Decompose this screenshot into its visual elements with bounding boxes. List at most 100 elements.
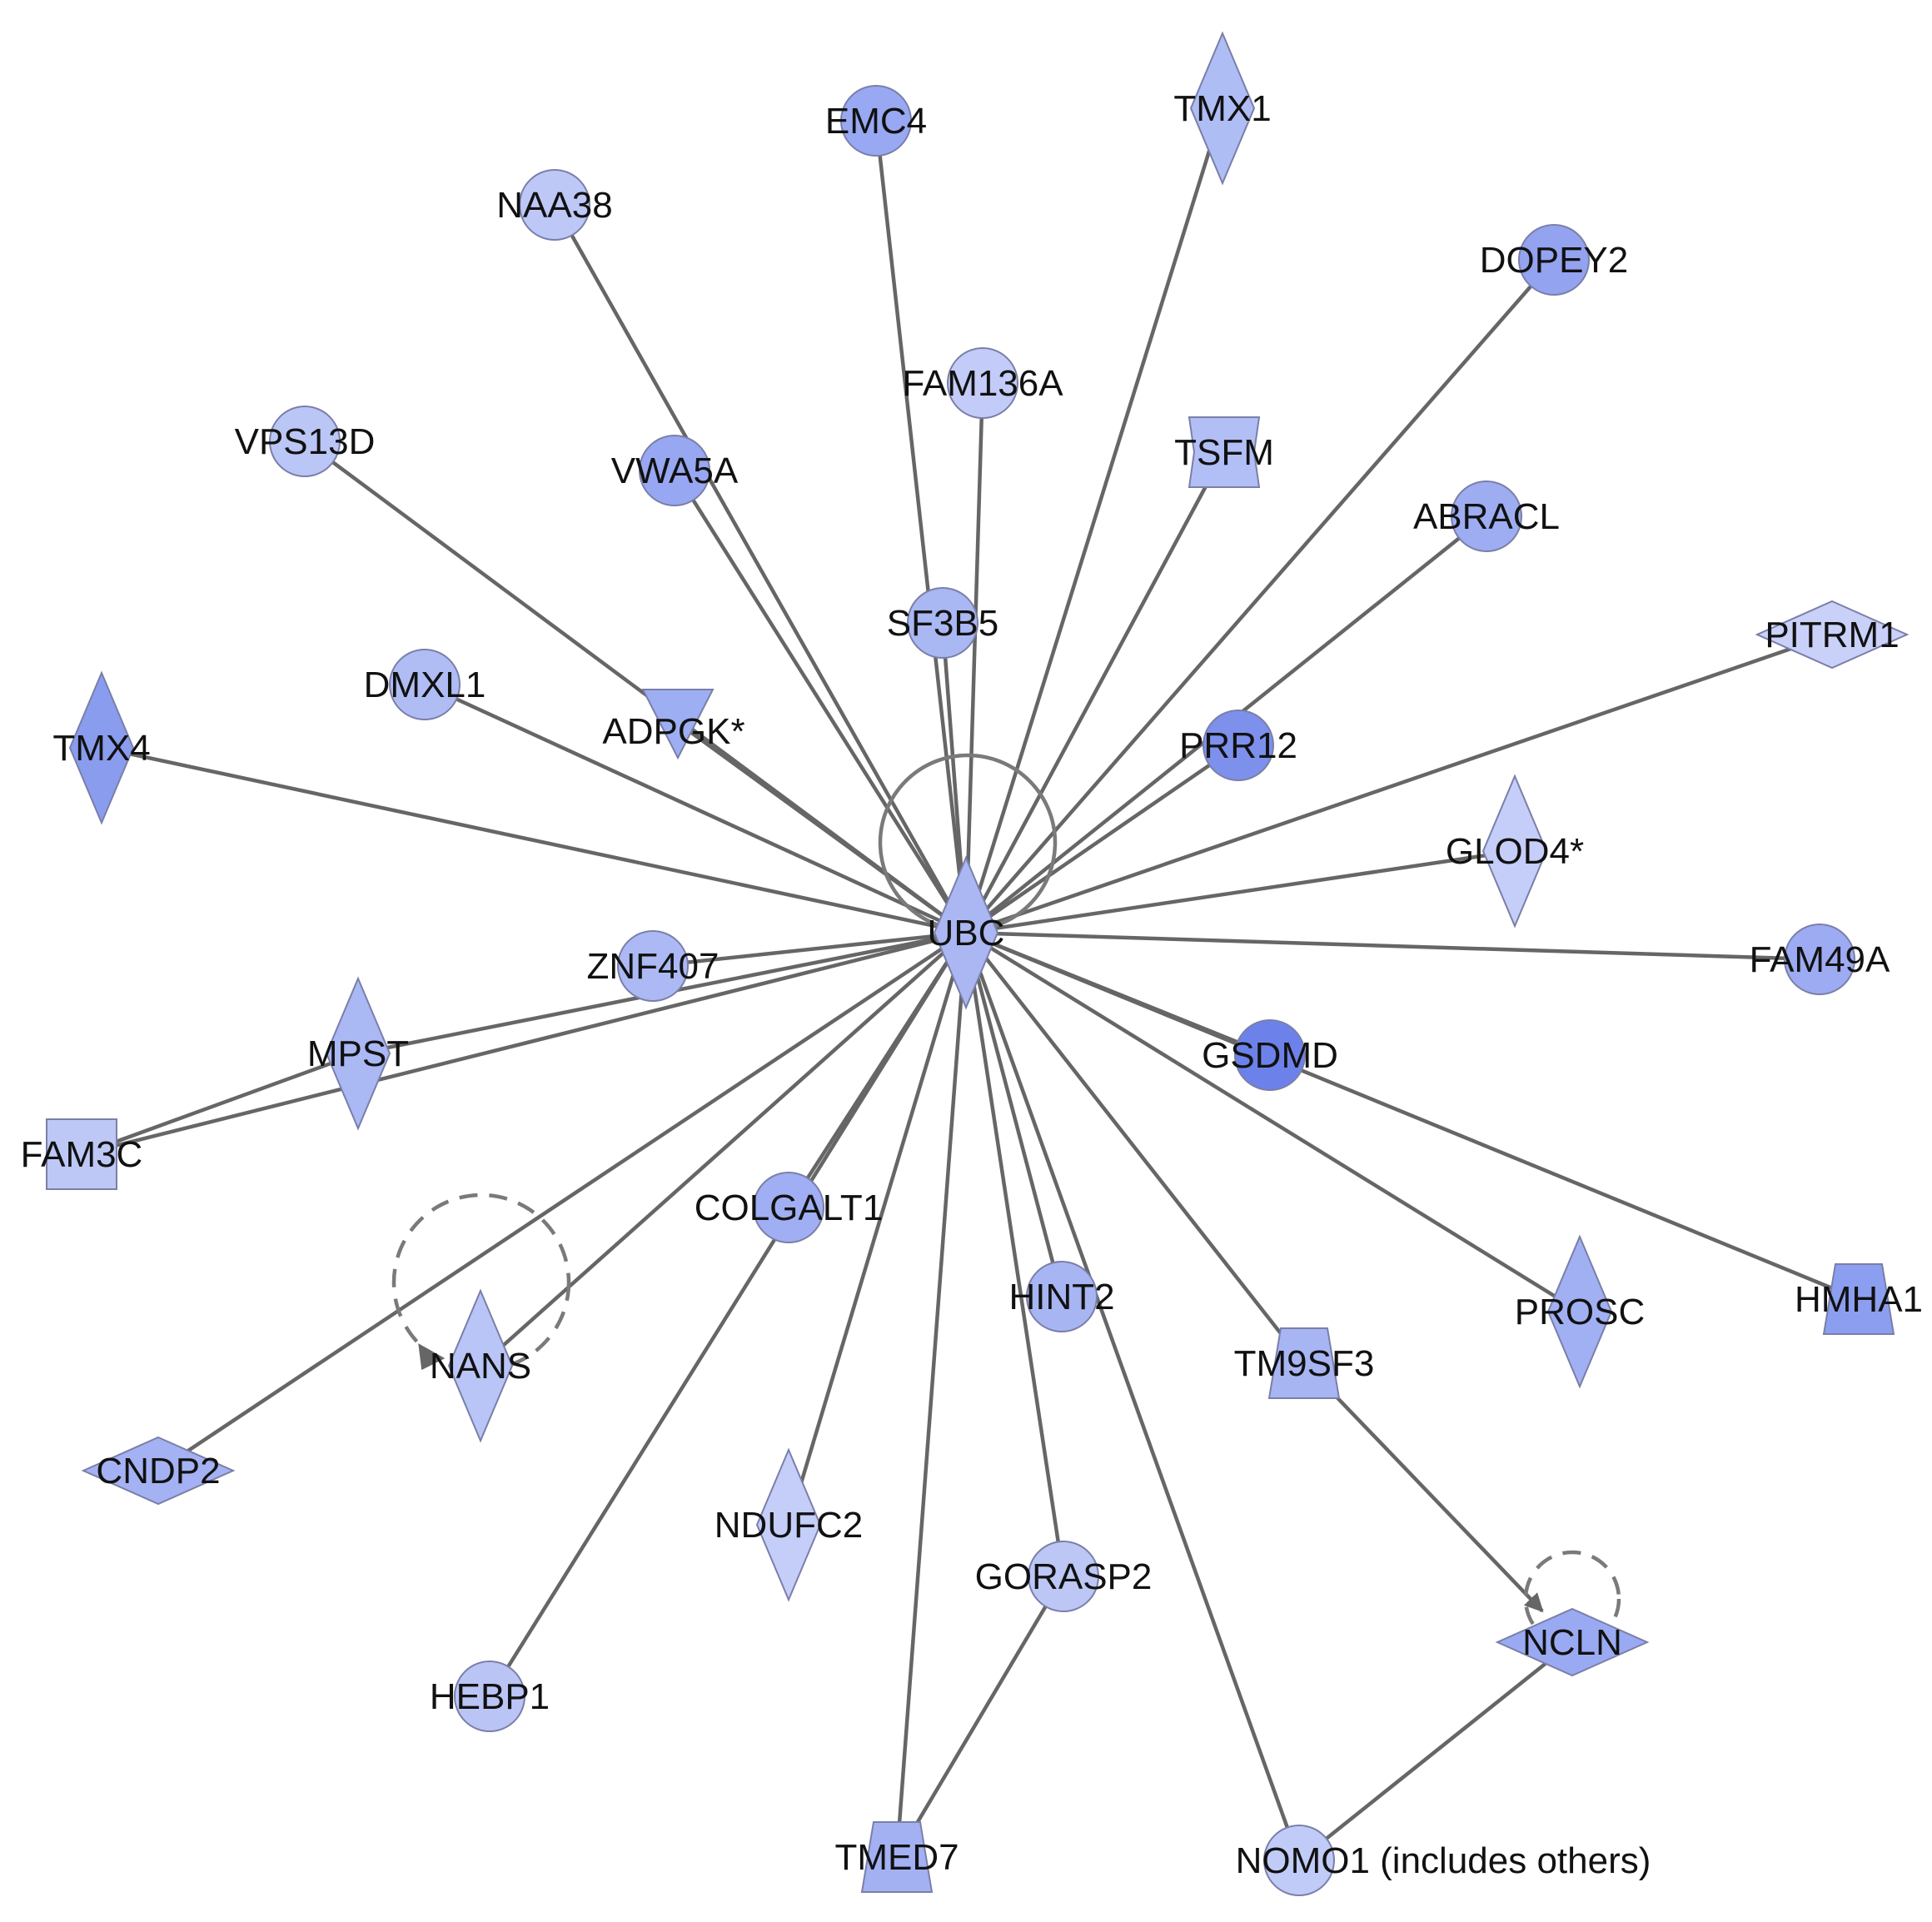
node-shape-diamond [447, 1288, 514, 1443]
node-prosc[interactable]: PROSC [1515, 1234, 1645, 1389]
node-label: TM9SF3 [1234, 1343, 1375, 1384]
node-shape-circle [753, 1172, 824, 1243]
edge-mpst-fam3c [81, 1051, 359, 1157]
node-label: FAM136A [902, 363, 1063, 404]
node-hmha1[interactable]: HMHA1 [1795, 1263, 1923, 1335]
node-shape-diamond [81, 1436, 236, 1506]
node-label: VWA5A [611, 451, 739, 491]
node-prr12[interactable]: PRR12 [1179, 710, 1297, 781]
node-shape-trapezoid [1267, 1327, 1341, 1399]
node-cndp2[interactable]: CNDP2 [81, 1436, 236, 1506]
node-label: GSDMD [1202, 1035, 1338, 1076]
edge-ubc-prr12 [964, 744, 1240, 934]
node-gsdmd[interactable]: GSDMD [1202, 1019, 1338, 1091]
node-shape-diamond [1755, 600, 1910, 670]
node-vwa5a[interactable]: VWA5A [611, 435, 739, 506]
node-label: SF3B5 [887, 603, 999, 644]
node-shape-circle [389, 649, 461, 720]
node-label: HEBP1 [430, 1676, 550, 1717]
node-ubc[interactable]: UBC [928, 855, 1005, 1010]
edge-ubc-nans [479, 931, 968, 1367]
node-nomo1[interactable]: NOMO1 (includes others) [1236, 1825, 1651, 1896]
node-shape-diamond [68, 670, 135, 825]
node-shape-circle [639, 435, 710, 506]
edge-ubc-naa38 [553, 203, 968, 934]
node-glod4[interactable]: GLOD4* [1446, 774, 1584, 929]
node-tmed7[interactable]: TMED7 [834, 1821, 959, 1893]
node-tm9sf3[interactable]: TM9SF3 [1234, 1327, 1375, 1399]
node-label: PROSC [1515, 1292, 1645, 1332]
edge-ubc-dopey2 [964, 258, 1556, 934]
node-label: DOPEY2 [1480, 240, 1629, 281]
node-pitrm1[interactable]: PITRM1 [1755, 600, 1910, 670]
node-label: DMXL1 [364, 665, 486, 705]
node-gorasp2[interactable]: GORASP2 [975, 1541, 1153, 1612]
node-label: VPS13D [235, 421, 376, 462]
node-hebp1[interactable]: HEBP1 [430, 1661, 550, 1732]
node-label: CNDP2 [96, 1451, 220, 1491]
node-ndufc2[interactable]: NDUFC2 [715, 1447, 863, 1602]
edge-ncln-nomo1 [1297, 1641, 1574, 1862]
node-shape-circle [840, 85, 912, 157]
node-adpgk[interactable]: ADPGK* [602, 689, 745, 760]
node-tsfm[interactable]: TSFM [1174, 416, 1274, 488]
node-label: TMX1 [1173, 88, 1271, 129]
node-shape-circle [907, 587, 978, 659]
node-shape-diamond [1546, 1234, 1613, 1389]
node-shape-circle [1263, 1825, 1335, 1896]
node-label: ABRACL [1413, 496, 1560, 537]
edge-ubc-tmx1 [964, 107, 1225, 934]
node-dmxl1[interactable]: DMXL1 [364, 649, 486, 720]
node-fam3c[interactable]: FAM3C [21, 1118, 143, 1190]
node-label: PRR12 [1179, 725, 1297, 766]
edge-ubc-emc4 [874, 120, 968, 934]
node-nans[interactable]: NANS [430, 1288, 531, 1443]
node-fam49a[interactable]: FAM49A [1750, 924, 1890, 995]
node-shape-trapezoid [1822, 1263, 1895, 1335]
node-shape-triangle-down [641, 689, 715, 760]
edge-ubc-adpgk [676, 721, 968, 934]
edge-ubc-nomo1 [964, 932, 1302, 1861]
edge-ubc-dmxl1 [424, 682, 967, 935]
edge-ubc-ndufc2 [786, 932, 968, 1526]
node-shape-circle [1028, 1541, 1099, 1612]
node-label: TSFM [1174, 432, 1274, 473]
node-tmx1[interactable]: TMX1 [1173, 31, 1272, 186]
node-naa38[interactable]: NAA38 [496, 169, 613, 241]
node-label: GLOD4* [1446, 831, 1584, 872]
node-ncln[interactable]: NCLN [1495, 1607, 1650, 1677]
node-sf3b5[interactable]: SF3B5 [887, 587, 999, 659]
node-colgalt1[interactable]: COLGALT1 [695, 1172, 884, 1243]
node-label: COLGALT1 [695, 1188, 884, 1228]
edge-ubc-tmx4 [101, 745, 967, 935]
node-tmx4[interactable]: TMX4 [52, 670, 151, 825]
node-shape-hexagon [1188, 416, 1261, 488]
node-label: ADPGK* [602, 711, 744, 752]
node-label: GORASP2 [975, 1556, 1153, 1597]
edge-tmed7-gorasp2 [895, 1575, 1065, 1859]
node-abracl[interactable]: ABRACL [1413, 480, 1560, 552]
node-znf407[interactable]: ZNF407 [587, 930, 720, 1002]
node-shape-diamond [1481, 774, 1548, 929]
edge-ubc-tsfm [964, 451, 1226, 934]
node-emc4[interactable]: EMC4 [825, 85, 927, 157]
node-label: TMX4 [52, 728, 150, 769]
edge-ubc-pitrm1 [965, 632, 1833, 935]
node-label: MPST [307, 1033, 409, 1074]
node-hint2[interactable]: HINT2 [1008, 1261, 1115, 1332]
node-mpst[interactable]: MPST [307, 976, 409, 1131]
edge-ubc-hebp1 [488, 931, 968, 1698]
edge-ubc-gorasp2 [964, 932, 1066, 1577]
node-label: FAM49A [1750, 939, 1890, 980]
node-dopey2[interactable]: DOPEY2 [1480, 224, 1629, 296]
node-vps13d[interactable]: VPS13D [235, 406, 376, 477]
node-shape-circle [1203, 710, 1274, 781]
node-label: NOMO1 (includes others) [1236, 1840, 1651, 1881]
node-label: EMC4 [825, 101, 927, 142]
node-fam136a[interactable]: FAM136A [902, 347, 1063, 419]
edge-ubc-glod4 [965, 849, 1516, 935]
node-shape-circle [1026, 1261, 1098, 1332]
node-shape-circle [1784, 924, 1855, 995]
node-label: HMHA1 [1795, 1279, 1923, 1320]
